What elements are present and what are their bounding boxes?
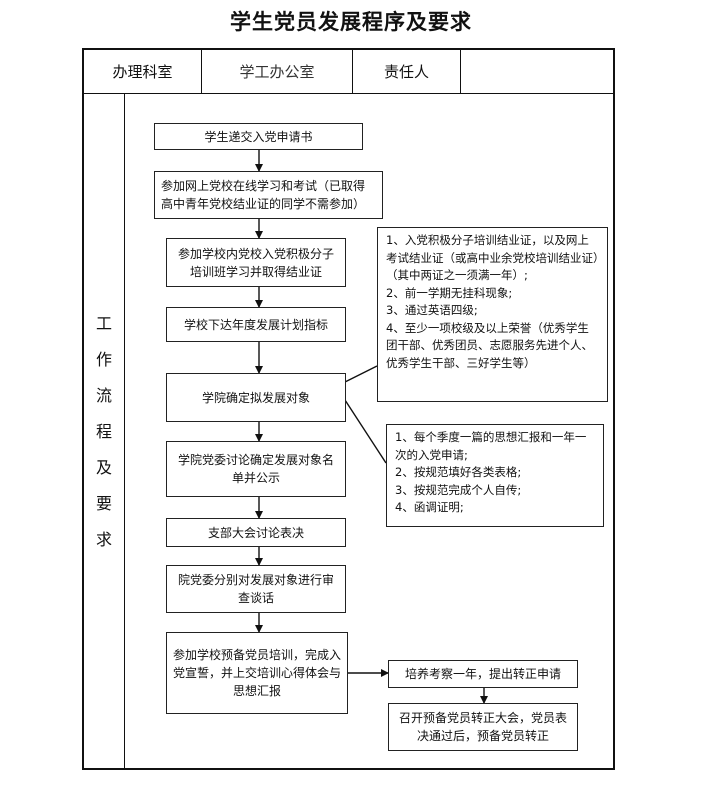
header-divider — [82, 93, 615, 94]
note-item: 2、前一学期无挂科现象; — [386, 285, 513, 300]
side-label-char: 作 — [95, 349, 112, 369]
step-text: 院党委分别对发展对象进行审查谈话 — [177, 573, 334, 605]
materials-note: 1、每个季度一篇的思想汇报和一年一次的入党申请; 2、按规范填好各类表格; 3、… — [386, 424, 604, 527]
note-item: 4、函调证明; — [395, 500, 464, 514]
step-box: 学生递交入党申请书 — [154, 123, 363, 150]
step-text: 学校下达年度发展计划指标 — [183, 317, 328, 332]
note-item: 1、入党积极分子培训结业证，以及网上考试结业证（或高中业余党校培训结业证）（其中… — [386, 233, 599, 282]
side-label: 工 作 流 程 及 要 求 — [84, 95, 124, 768]
note-item: 3、通过英语四级; — [386, 303, 478, 317]
step-text: 参加网上党校在线学习和考试（已取得高中青年党校结业证的同学不需参加） — [161, 179, 366, 211]
requirements-note: 1、入党积极分子培训结业证，以及网上考试结业证（或高中业余党校培训结业证）（其中… — [377, 227, 608, 402]
responsible-label: 责任人 — [383, 63, 429, 81]
side-label-char: 程 — [95, 421, 112, 441]
step-box: 学院确定拟发展对象 — [166, 373, 346, 422]
note-item: 4、至少一项校级及以上荣誉（优秀学生团干部、优秀团员、志愿服务先进个人、优秀学生… — [386, 320, 593, 370]
step-box: 学院党委讨论确定发展对象名单并公示 — [166, 441, 346, 497]
office-value: 学工办公室 — [239, 63, 315, 81]
step-text: 学院党委讨论确定发展对象名单并公示 — [177, 453, 334, 485]
step-text: 学院确定拟发展对象 — [201, 390, 310, 405]
side-label-char: 及 — [95, 457, 112, 477]
responsible-value — [461, 50, 613, 93]
step-text: 支部大会讨论表决 — [207, 525, 304, 540]
step-box: 参加学校预备党员培训，完成入党宣誓，并上交培训心得体会与思想汇报 — [166, 632, 348, 714]
step-text: 学生递交入党申请书 — [204, 129, 313, 144]
side-step-text: 培养考察一年，提出转正申请 — [404, 667, 561, 681]
step-text: 参加学校预备党员培训，完成入党宣誓，并上交培训心得体会与思想汇报 — [173, 648, 342, 698]
header-separator — [201, 50, 202, 93]
flowchart-frame — [82, 48, 615, 770]
side-label-char: 流 — [95, 385, 112, 405]
note-item: 3、按规范完成个人自传; — [395, 482, 522, 497]
office-label: 办理科室 — [112, 63, 173, 81]
side-step-box: 培养考察一年，提出转正申请 — [388, 660, 578, 688]
step-box: 学校下达年度发展计划指标 — [166, 307, 346, 342]
step-text: 参加学校内党校入党积极分子培训班学习并取得结业证 — [177, 246, 334, 279]
step-box: 院党委分别对发展对象进行审查谈话 — [166, 565, 346, 613]
side-label-char: 要 — [95, 493, 112, 513]
side-column-divider — [124, 94, 125, 769]
note-item: 2、按规范填好各类表格; — [395, 465, 522, 479]
page-title: 学生党员发展程序及要求 — [230, 10, 472, 34]
step-box: 参加学校内党校入党积极分子培训班学习并取得结业证 — [166, 238, 346, 287]
header-separator — [352, 50, 353, 93]
header-separator — [460, 50, 461, 93]
note-item: 1、每个季度一篇的思想汇报和一年一次的入党申请; — [395, 430, 587, 462]
side-step-box: 召开预备党员转正大会，党员表决通过后，预备党员转正 — [388, 703, 578, 751]
side-label-char: 工 — [95, 313, 112, 333]
side-label-char: 求 — [95, 529, 112, 549]
step-box: 支部大会讨论表决 — [166, 518, 346, 547]
step-box: 参加网上党校在线学习和考试（已取得高中青年党校结业证的同学不需参加） — [154, 171, 383, 219]
side-step-text: 召开预备党员转正大会，党员表决通过后，预备党员转正 — [398, 711, 567, 743]
